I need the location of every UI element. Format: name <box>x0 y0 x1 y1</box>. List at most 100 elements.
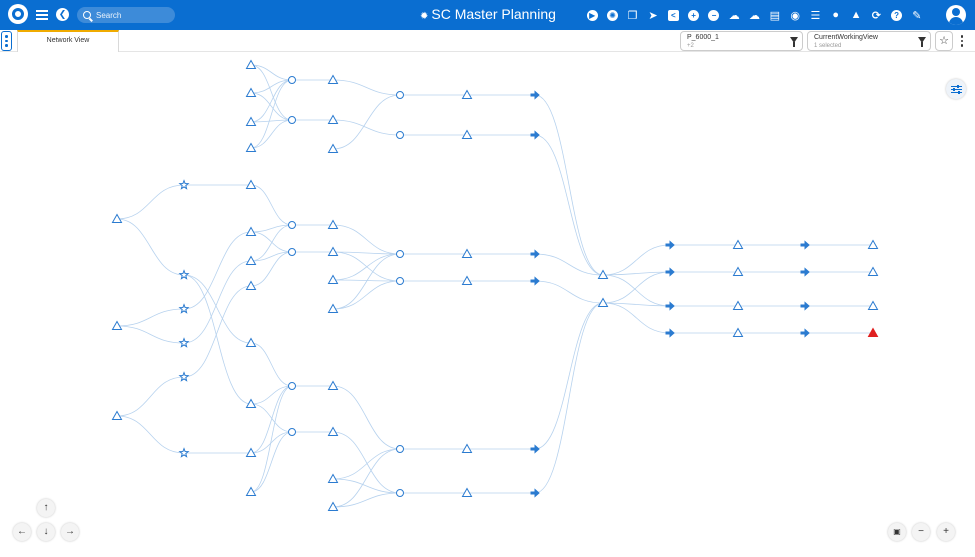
node-triangle-icon[interactable] <box>327 114 339 124</box>
node-arrow-icon[interactable] <box>530 249 540 259</box>
node-arrow-icon[interactable] <box>530 276 540 286</box>
node-triangle-icon[interactable] <box>327 74 339 84</box>
node-circle-icon[interactable] <box>396 131 404 139</box>
node-triangle-icon[interactable] <box>245 337 257 347</box>
favorite-star-icon[interactable]: ☆ <box>935 31 953 51</box>
pan-down-button[interactable]: ↓ <box>37 523 55 541</box>
node-triangle-icon[interactable] <box>461 275 473 285</box>
node-triangle-icon[interactable] <box>245 59 257 69</box>
node-triangle-icon[interactable] <box>245 486 257 496</box>
cloud-upload-icon[interactable]: ☁ <box>728 9 740 22</box>
node-triangle-icon[interactable] <box>867 266 879 276</box>
filter-icon[interactable] <box>918 37 926 47</box>
help-icon[interactable]: ? <box>886 7 906 23</box>
node-arrow-icon[interactable] <box>800 240 810 250</box>
refresh-icon[interactable]: ⟳ <box>871 9 881 22</box>
node-arrow-icon[interactable] <box>800 267 810 277</box>
pdf-icon[interactable]: ▤ <box>769 9 781 22</box>
node-triangle-icon[interactable] <box>597 269 609 279</box>
node-circle-icon[interactable] <box>288 116 296 124</box>
node-circle-icon[interactable] <box>288 248 296 256</box>
node-circle-icon[interactable] <box>288 382 296 390</box>
node-star-icon[interactable] <box>178 337 190 348</box>
node-circle-icon[interactable] <box>396 489 404 497</box>
node-arrow-icon[interactable] <box>665 328 675 338</box>
edit-icon[interactable]: ✎ <box>912 9 922 22</box>
minus-circle-icon[interactable]: − <box>704 7 724 23</box>
node-triangle-icon[interactable] <box>867 239 879 249</box>
node-circle-icon[interactable] <box>288 428 296 436</box>
node-triangle-icon[interactable] <box>732 300 744 310</box>
zoom-in-button[interactable]: + <box>937 523 955 541</box>
search-input[interactable] <box>96 10 166 20</box>
node-circle-icon[interactable] <box>288 76 296 84</box>
asterisk-icon[interactable]: ✺ <box>602 7 622 23</box>
node-triangle-icon[interactable] <box>245 87 257 97</box>
node-circle-icon[interactable] <box>396 91 404 99</box>
zoom-out-button[interactable]: − <box>912 523 930 541</box>
node-triangle-icon[interactable] <box>327 473 339 483</box>
graph-settings-button[interactable] <box>946 79 966 99</box>
node-triangle-icon[interactable] <box>461 129 473 139</box>
more-options-icon[interactable] <box>957 35 967 49</box>
fit-to-screen-button[interactable]: ▣ <box>888 523 906 541</box>
node-star-icon[interactable] <box>178 447 190 458</box>
node-triangle-icon[interactable] <box>245 179 257 189</box>
pan-up-button[interactable]: ↑ <box>37 499 55 517</box>
node-triangle-icon[interactable] <box>111 410 123 420</box>
node-arrow-icon[interactable] <box>530 130 540 140</box>
node-alert-triangle-icon[interactable] <box>867 327 879 337</box>
node-triangle-icon[interactable] <box>245 447 257 457</box>
share-icon[interactable]: < <box>663 7 683 23</box>
node-triangle-icon[interactable] <box>461 89 473 99</box>
back-icon[interactable]: ❮ <box>56 8 69 21</box>
node-arrow-icon[interactable] <box>530 488 540 498</box>
chat-icon[interactable]: ● <box>832 9 840 21</box>
pan-left-button[interactable]: ← <box>13 523 31 541</box>
plus-circle-icon[interactable]: + <box>683 7 703 23</box>
product-filter[interactable]: P_6000_1 +2 <box>680 31 803 51</box>
node-star-icon[interactable] <box>178 303 190 314</box>
user-avatar[interactable] <box>946 5 966 25</box>
node-triangle-icon[interactable] <box>245 226 257 236</box>
node-triangle-icon[interactable] <box>461 487 473 497</box>
node-triangle-icon[interactable] <box>327 143 339 153</box>
node-triangle-icon[interactable] <box>245 398 257 408</box>
pan-right-button[interactable]: → <box>61 523 79 541</box>
gear-icon[interactable]: ✹ <box>420 11 429 22</box>
node-triangle-icon[interactable] <box>245 280 257 290</box>
node-triangle-icon[interactable] <box>867 300 879 310</box>
target-icon[interactable]: ◉ <box>790 9 800 22</box>
node-circle-icon[interactable] <box>288 221 296 229</box>
node-triangle-icon[interactable] <box>327 219 339 229</box>
node-arrow-icon[interactable] <box>665 240 675 250</box>
view-filter[interactable]: CurrentWorkingView 1 selected <box>807 31 931 51</box>
node-arrow-icon[interactable] <box>530 444 540 454</box>
node-triangle-icon[interactable] <box>327 380 339 390</box>
node-triangle-icon[interactable] <box>732 266 744 276</box>
node-star-icon[interactable] <box>178 179 190 190</box>
node-triangle-icon[interactable] <box>597 297 609 307</box>
cloud-download-icon[interactable]: ☁ <box>749 9 761 22</box>
node-arrow-icon[interactable] <box>800 301 810 311</box>
node-triangle-icon[interactable] <box>732 239 744 249</box>
node-triangle-icon[interactable] <box>327 426 339 436</box>
side-panel-toggle[interactable] <box>1 31 12 51</box>
app-logo-icon[interactable] <box>8 4 28 24</box>
node-arrow-icon[interactable] <box>530 90 540 100</box>
layers-icon[interactable]: ☰ <box>810 9 821 22</box>
node-arrow-icon[interactable] <box>665 301 675 311</box>
tab-network-view[interactable]: Network View <box>17 30 119 52</box>
bell-icon[interactable]: ▲ <box>850 9 862 21</box>
network-graph[interactable] <box>0 52 975 557</box>
node-triangle-icon[interactable] <box>732 327 744 337</box>
node-triangle-icon[interactable] <box>111 320 123 330</box>
node-triangle-icon[interactable] <box>461 248 473 258</box>
node-triangle-icon[interactable] <box>327 501 339 511</box>
search-field[interactable] <box>77 7 175 23</box>
node-triangle-icon[interactable] <box>461 443 473 453</box>
node-triangle-icon[interactable] <box>245 116 257 126</box>
node-triangle-icon[interactable] <box>245 142 257 152</box>
node-circle-icon[interactable] <box>396 445 404 453</box>
play-circle-icon[interactable]: ▶ <box>582 7 602 23</box>
